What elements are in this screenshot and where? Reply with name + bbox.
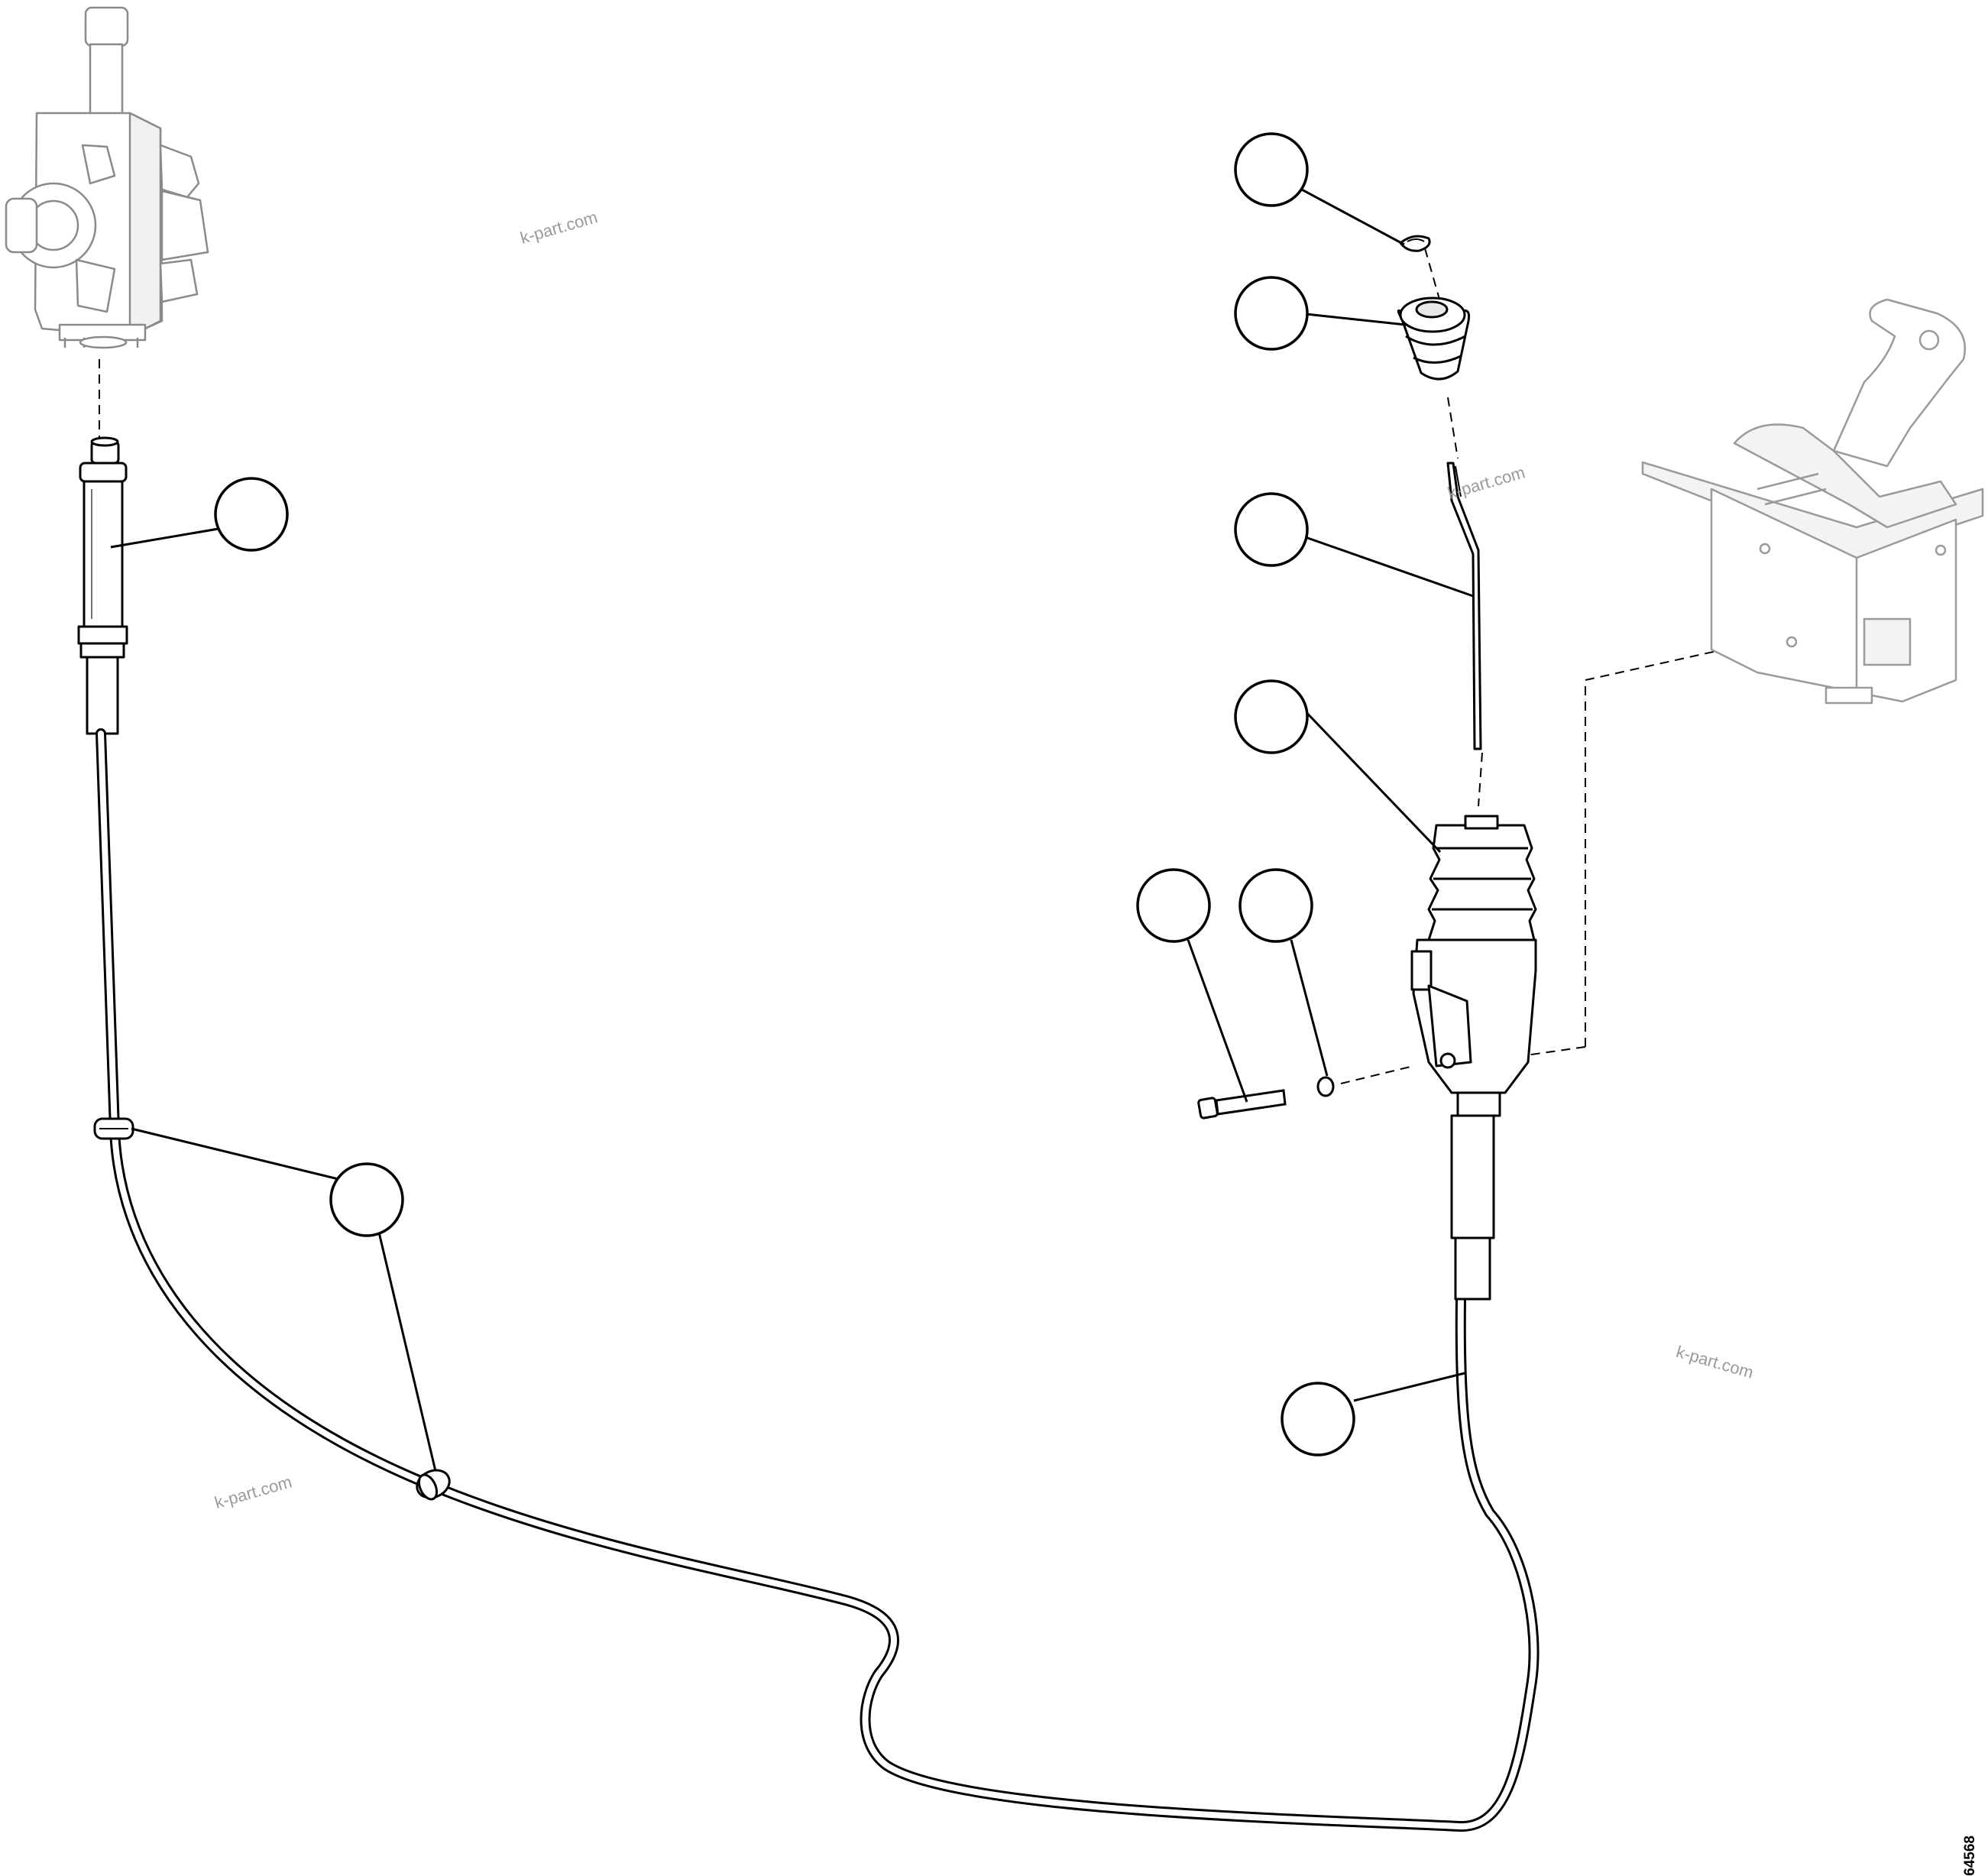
callout-circle bbox=[1238, 868, 1313, 943]
callout-circle bbox=[214, 477, 289, 552]
nut bbox=[1316, 1076, 1335, 1097]
control-lever bbox=[1446, 462, 1482, 750]
control-cable bbox=[96, 728, 1540, 1832]
alignment-lines bbox=[99, 248, 1766, 1084]
callout-circle bbox=[1234, 276, 1309, 351]
callout-circle bbox=[1234, 132, 1309, 207]
callout-circle bbox=[1136, 868, 1211, 943]
cable-clamp bbox=[93, 1117, 451, 1501]
callout-circle bbox=[1234, 679, 1309, 754]
callout-markers bbox=[214, 132, 1355, 1456]
knob-insert bbox=[1399, 235, 1431, 252]
control-handle-assembly bbox=[1397, 235, 1537, 1301]
leader-lines bbox=[110, 186, 1474, 1472]
bolt bbox=[1197, 1089, 1287, 1119]
control-valve bbox=[5, 6, 209, 349]
rubber-boot bbox=[1427, 824, 1537, 941]
cable-end-fitting bbox=[77, 436, 128, 735]
callout-circle bbox=[1234, 492, 1309, 567]
callout-circle bbox=[329, 1162, 404, 1237]
console-assembly bbox=[1641, 298, 1984, 705]
callout-circle bbox=[1281, 1382, 1355, 1456]
